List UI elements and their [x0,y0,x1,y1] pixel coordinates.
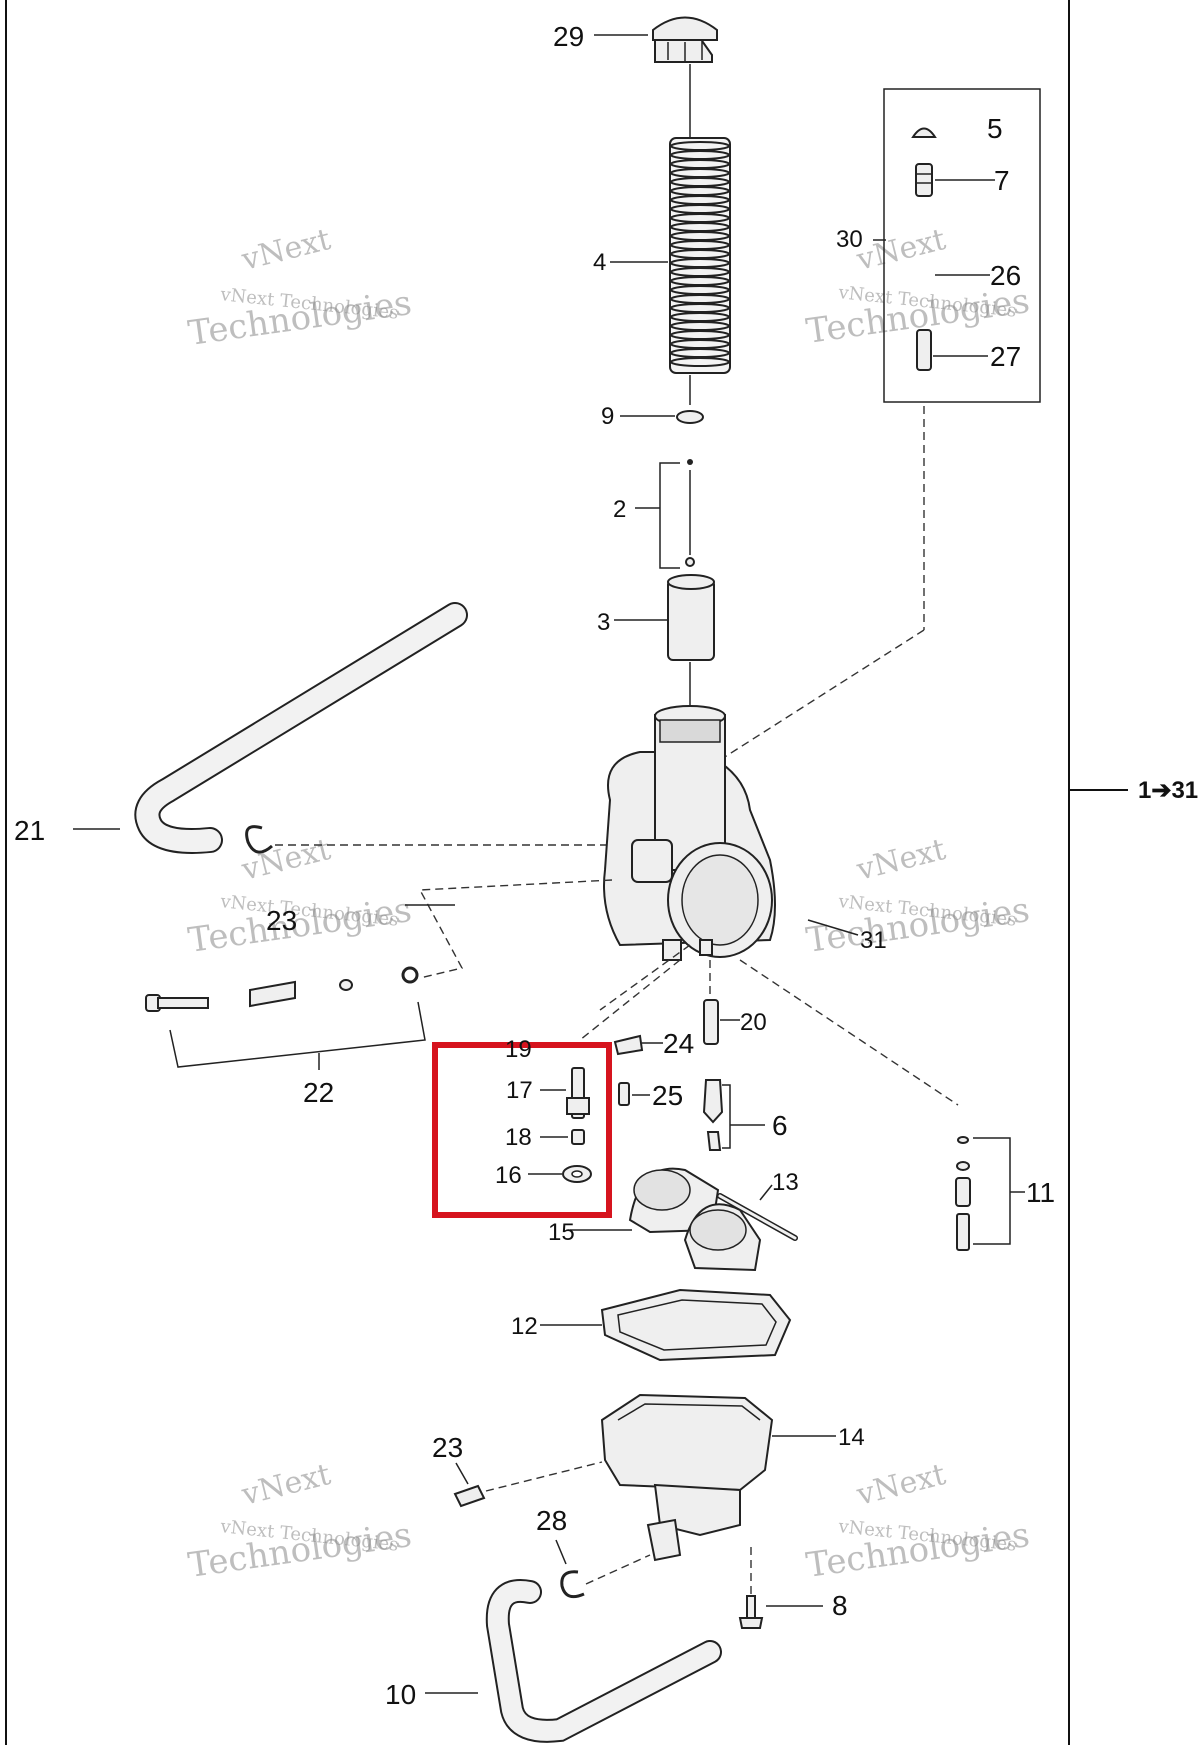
leader-31 [807,919,859,936]
svg-text:vNext: vNext [852,1457,949,1513]
part-jet-27 [916,329,932,371]
callout-14: 14 [838,1424,865,1451]
callout-31: 31 [860,927,887,954]
part-float-valve-6 [702,1079,724,1151]
svg-text:vNext: vNext [852,222,949,278]
callout-21: 21 [14,815,45,846]
part-clamp-21 [245,825,273,854]
callout-28: 28 [536,1505,567,1536]
part-float-15 [628,1167,762,1272]
callout-11: 11 [1026,1177,1055,1208]
part-drain-screw-23 [453,1484,486,1508]
part-clamp-28 [560,1570,585,1599]
dashed-leader-23 [485,1461,603,1492]
dashed-leader-28 [585,1554,651,1585]
part-needle [685,459,695,567]
svg-text:vNext: vNext [237,222,334,278]
watermark: vNext vNext Technologies Technologies [804,832,1032,961]
part-screw-8 [738,1595,764,1629]
range-label: 1➔31 [1138,777,1198,804]
body-dashed-leader-right [739,959,959,1106]
inset-box [883,88,1041,403]
spring-coil [670,357,730,367]
callout-25: 25 [652,1080,683,1111]
part-cap [652,16,718,63]
callout-12: 12 [511,1313,538,1340]
callout-20: 20 [740,1009,767,1036]
callout-8: 8 [832,1590,848,1621]
svg-text:vNext: vNext [237,832,334,888]
watermark: vNext vNext Technologies Technologies [186,1457,414,1586]
watermark: vNext vNext Technologies Technologies [804,1457,1032,1586]
callout-13: 13 [772,1169,799,1196]
leader-28 [555,1539,567,1565]
watermark: vNext vNext Technologies Technologies [804,222,1032,352]
watermark: vNext vNext Technologies Technologies [186,222,414,354]
part-drain-hose-10-inner [487,1581,720,1741]
highlight-box [432,1042,612,1218]
callout-10: 10 [385,1679,416,1710]
bracket-22 [169,1001,426,1068]
part-cap-5 [911,127,937,138]
part-pin-13-inner [718,1194,797,1240]
part-jet-20 [703,999,719,1045]
callout-17: 17 [506,1077,533,1104]
callout-4: 4 [593,249,606,276]
part-hose-21-inner [136,604,466,852]
inset-dashed-leader-2 [719,629,925,761]
leader-13 [759,1184,773,1201]
callout-26: 26 [990,260,1021,291]
callout-23a: 23 [266,905,297,936]
part-screw-7 [915,163,933,197]
part-pilot-screw-set-11 [955,1136,971,1251]
callout-23b: 23 [432,1432,463,1463]
part-spring [669,137,731,374]
bracket-6 [722,1084,731,1149]
part-float-bowl-14 [600,1393,774,1562]
callout-5: 5 [987,113,1003,144]
callout-2: 2 [613,496,626,523]
body-dashed-leader-down [579,959,681,1041]
callout-6: 6 [772,1110,788,1141]
callout-27: 27 [990,341,1021,372]
callout-24: 24 [663,1028,694,1059]
leader-23b [455,1462,469,1485]
callout-3: 3 [597,609,610,636]
callout-9: 9 [601,403,614,430]
bracket-2 [659,462,680,569]
svg-text:vNext: vNext [237,1457,334,1513]
part-jet-18 [571,1129,585,1145]
body-dashed-leader-14 [599,944,691,1011]
part-slide [667,574,715,661]
part-carburetor-body [603,705,776,961]
callout-19: 19 [505,1036,532,1063]
callout-16: 16 [495,1162,522,1189]
callout-15: 15 [548,1219,575,1246]
body-dashed-leader-left [418,879,613,979]
callout-29: 29 [553,21,584,52]
part-air-screw-assembly [145,966,419,1012]
callout-7: 7 [994,165,1010,196]
callout-18: 18 [505,1124,532,1151]
part-gasket-12 [600,1288,792,1362]
watermark: vNext vNext Technologies Technologies [186,832,414,961]
svg-text:vNext: vNext [852,832,949,888]
part-jet-17 [566,1067,590,1119]
part-clip-9 [676,410,704,424]
part-washer-16 [562,1165,592,1183]
part-screw-25 [618,1082,630,1106]
callout-30: 30 [836,226,863,253]
callout-22: 22 [303,1077,334,1108]
part-plate-24 [613,1034,644,1056]
bracket-11 [973,1137,1011,1245]
